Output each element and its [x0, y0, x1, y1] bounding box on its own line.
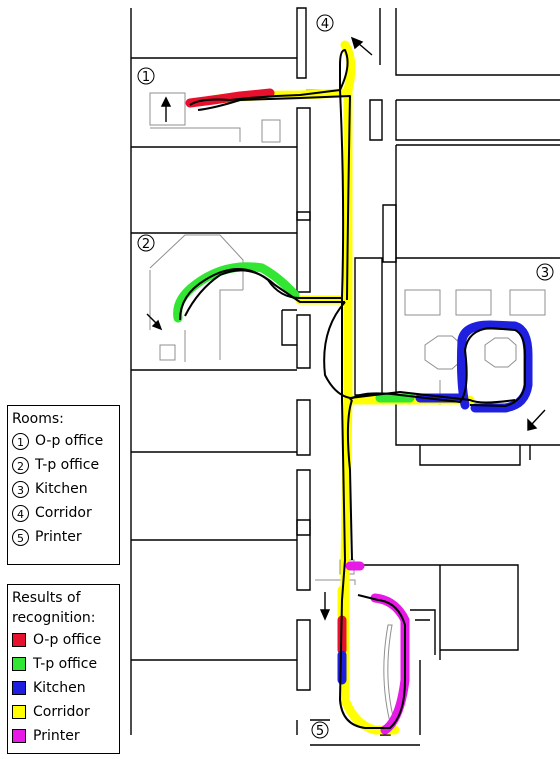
circled-number-icon: 3: [12, 480, 29, 498]
room-markers: [137, 14, 554, 739]
results-legend-item: Corridor: [12, 700, 115, 724]
arrow-down-left-icon: [527, 409, 546, 431]
room-marker-3: 3: [541, 266, 549, 281]
circled-number-icon: 4: [12, 504, 29, 522]
results-legend-subtitle: recognition:: [12, 610, 96, 626]
room-marker-4: 4: [321, 17, 329, 32]
rooms-legend-title: Rooms:: [12, 411, 64, 427]
circled-number-icon: 5: [12, 528, 29, 546]
color-swatch: [12, 729, 26, 743]
results-legend-item: Kitchen: [12, 676, 115, 700]
color-swatch: [12, 657, 26, 671]
arrow-down-right-icon: [146, 313, 163, 331]
room-marker-2: 2: [142, 237, 150, 252]
direction-arrows: [146, 36, 546, 621]
results-legend-item: Printer: [12, 724, 115, 748]
arrow-up-left-icon: [350, 36, 373, 56]
arrow-down-icon: [319, 592, 331, 621]
results-legend-item: T-p office: [12, 652, 115, 676]
trajectory: [179, 49, 527, 729]
color-swatch: [12, 705, 26, 719]
color-swatch: [12, 681, 26, 695]
results-legend-item: O-p office: [12, 628, 115, 652]
room-marker-5: 5: [316, 724, 324, 739]
results-legend-title: Results of: [12, 590, 81, 606]
circled-number-icon: 2: [12, 456, 29, 474]
color-swatch: [12, 633, 26, 647]
circled-number-icon: 1: [12, 432, 29, 450]
recognition-segments: [173, 40, 533, 735]
room-marker-1: 1: [142, 70, 150, 85]
arrow-up-icon: [160, 96, 172, 122]
results-legend: Results of recognition: O-p office T-p o…: [7, 584, 120, 754]
